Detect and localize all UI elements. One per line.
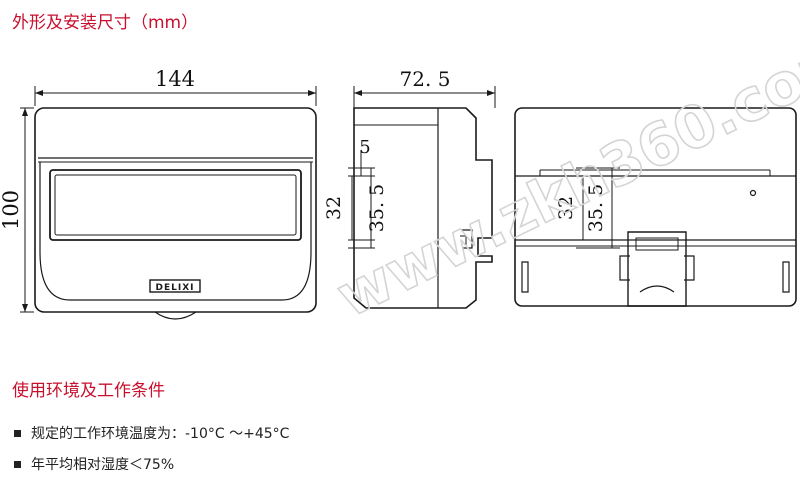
bullet-square-icon [14,430,21,437]
depth-label: 72. 5 [400,67,451,91]
height-label: 100 [0,190,23,230]
list-item: 年平均相对湿度＜75% [14,449,289,480]
brand-logo: DELIXI [156,283,195,293]
watermark: www.zkh360.com [326,19,800,330]
width-label: 144 [155,67,195,91]
back-view [514,107,797,307]
environment-heading: 使用环境及工作条件 [12,381,165,401]
front-view [20,86,317,320]
rail-a-side-label: 32 [323,196,345,220]
rail-offset-label: 5 [359,137,370,158]
bullet-square-icon [14,461,21,468]
side-view [348,86,496,309]
dimension-drawing: DELIXI 144 100 72. 5 5 32 35. 5 [0,19,800,332]
rail-b-back-label: 35. 5 [585,184,607,232]
condition-humidity: 年平均相对湿度＜75% [31,456,175,473]
brand-plate [149,279,201,293]
conditions-list: 规定的工作环境温度为：-10°C ～+45°C 年平均相对湿度＜75% [14,418,289,480]
dimensions-heading: 外形及安装尺寸（mm） [12,13,199,33]
rail-b-side-label: 35. 5 [366,184,388,232]
rail-a-back-label: 32 [555,196,577,220]
condition-temperature: 规定的工作环境温度为：-10°C ～+45°C [31,425,290,442]
list-item: 规定的工作环境温度为：-10°C ～+45°C [14,418,289,449]
